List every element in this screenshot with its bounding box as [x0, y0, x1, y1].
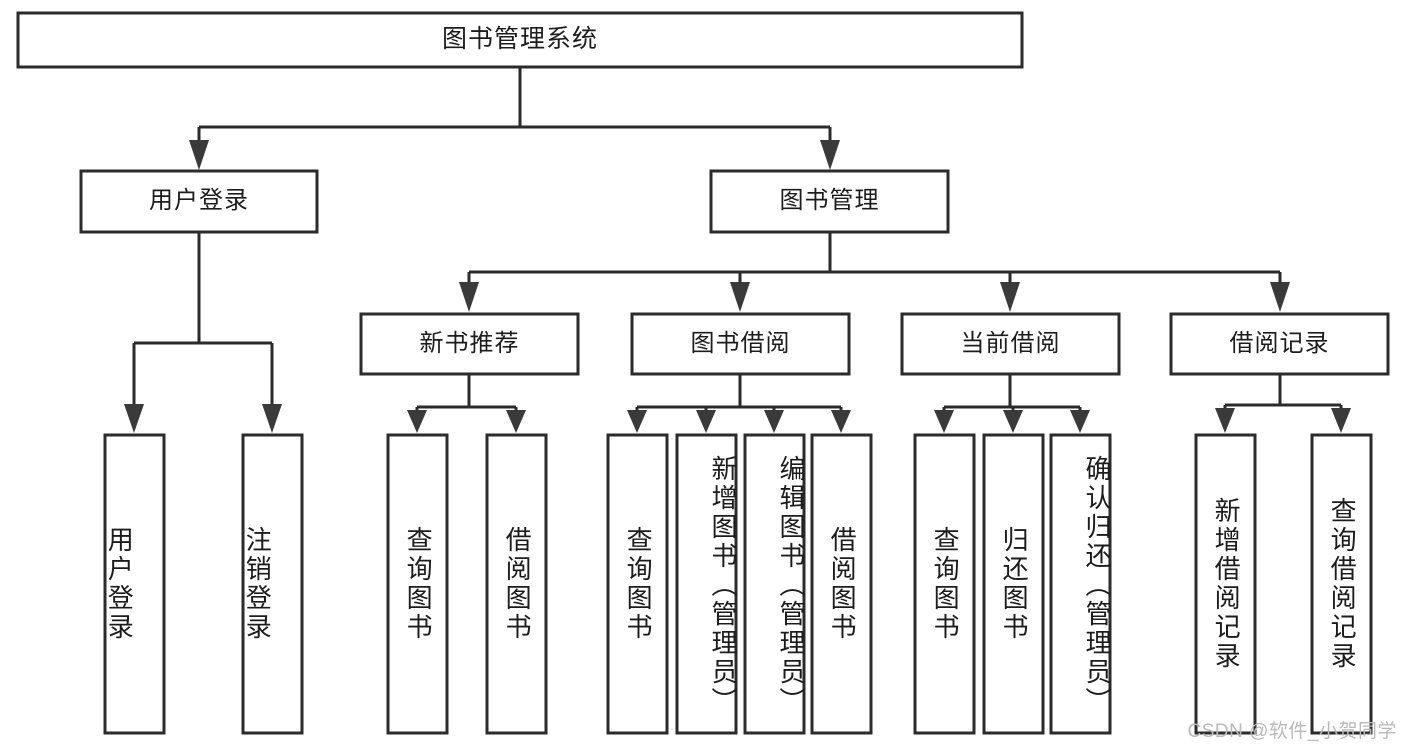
- leaf-label-query-borrow-record: 查询借阅记录: [1327, 497, 1358, 671]
- leaf-label-borrow-book-2: 借阅图书: [827, 526, 858, 642]
- arrow-head-leaf-logout-login: [262, 404, 282, 433]
- arrow-head-leaf-query-borrow-record: [1331, 408, 1351, 433]
- leaf-box-edit-book-admin[interactable]: [743, 433, 806, 735]
- arrow-head-leaf-edit-book-admin: [764, 410, 784, 433]
- node-box-new-book-recommend[interactable]: [359, 312, 580, 376]
- leaf-box-return-book[interactable]: [982, 433, 1045, 735]
- connector-new-book-recommend-to-leaves: [407, 374, 526, 433]
- node-label-user-login: 用户登录: [149, 187, 249, 215]
- arrow-head-leaf-add-borrow-record: [1215, 408, 1235, 433]
- arrow-head-book-borrow: [730, 282, 750, 312]
- arrow-head-leaf-query-book-3: [934, 410, 954, 433]
- arrow-head-leaf-borrow-book-1: [506, 410, 526, 433]
- connector-current-borrow-to-leaves: [934, 374, 1090, 433]
- leaf-box-query-borrow-record[interactable]: [1310, 433, 1373, 735]
- leaf-label-borrow-book-1: 借阅图书: [502, 526, 533, 642]
- leaf-label-query-book-3: 查询图书: [930, 526, 961, 642]
- node-label-root: 图书管理系统: [441, 25, 598, 54]
- arrow-head-book-management: [820, 140, 840, 170]
- node-box-user-login[interactable]: [79, 169, 319, 234]
- leaf-box-borrow-book-1[interactable]: [485, 433, 548, 735]
- connector-borrow-record-to-leaves: [1215, 374, 1351, 433]
- leaf-label-user-login: 用户登录: [104, 526, 135, 642]
- leaf-box-add-borrow-record[interactable]: [1194, 433, 1257, 735]
- leaf-box-query-book-3[interactable]: [913, 433, 976, 735]
- leaf-label-return-book: 归还图书: [999, 526, 1030, 642]
- connector-book-borrow-to-leaves: [627, 374, 851, 433]
- node-label-book-borrow: 图书借阅: [690, 329, 791, 357]
- connector-book-management-to-level3: [459, 232, 1290, 312]
- connector-root-to-level2: [189, 67, 840, 170]
- arrow-head-leaf-borrow-book-2: [831, 410, 851, 433]
- node-label-borrow-record: 借阅记录: [1229, 329, 1330, 357]
- leaf-box-query-book-2[interactable]: [606, 433, 669, 735]
- leaf-label-add-book-admin: 新增图书（管理员）: [708, 454, 738, 716]
- node-box-current-borrow[interactable]: [900, 312, 1121, 376]
- arrow-head-leaf-return-book: [1003, 410, 1023, 433]
- leaf-label-add-borrow-record: 新增借阅记录: [1211, 497, 1242, 671]
- leaf-label-logout-login: 注销登录: [242, 526, 273, 642]
- node-box-root[interactable]: [16, 11, 1024, 69]
- leaf-box-confirm-return-admin[interactable]: [1049, 433, 1112, 735]
- leaf-label-query-book-2: 查询图书: [623, 526, 654, 642]
- arrow-head-new-book-recommend: [459, 282, 479, 312]
- leaf-box-user-login[interactable]: [103, 433, 166, 735]
- arrow-head-leaf-query-book-1: [407, 410, 427, 433]
- arrow-head-leaf-query-book-2: [627, 410, 647, 433]
- node-label-book-management: 图书管理: [779, 187, 880, 215]
- leaf-box-borrow-book-2[interactable]: [810, 433, 873, 735]
- leaf-label-confirm-return-admin: 确认归还（管理员）: [1082, 454, 1112, 716]
- connector-user-login-to-leaves: [124, 232, 282, 433]
- leaf-label-query-book-1: 查询图书: [403, 526, 434, 642]
- arrow-head-leaf-confirm-return-admin: [1070, 410, 1090, 433]
- node-label-current-borrow: 当前借阅: [960, 329, 1061, 357]
- node-label-new-book-recommend: 新书推荐: [419, 329, 520, 357]
- arrow-head-user-login: [189, 140, 209, 170]
- leaf-box-logout-login[interactable]: [241, 433, 304, 735]
- arrow-head-leaf-add-book-admin: [696, 410, 716, 433]
- arrow-head-borrow-record: [1270, 282, 1290, 312]
- leaf-box-query-book-1[interactable]: [386, 433, 449, 735]
- leaf-label-edit-book-admin: 编辑图书（管理员）: [776, 454, 806, 716]
- arrow-head-leaf-user-login: [124, 404, 144, 433]
- arrow-head-current-borrow: [1000, 282, 1020, 312]
- leaf-box-add-book-admin[interactable]: [675, 433, 738, 735]
